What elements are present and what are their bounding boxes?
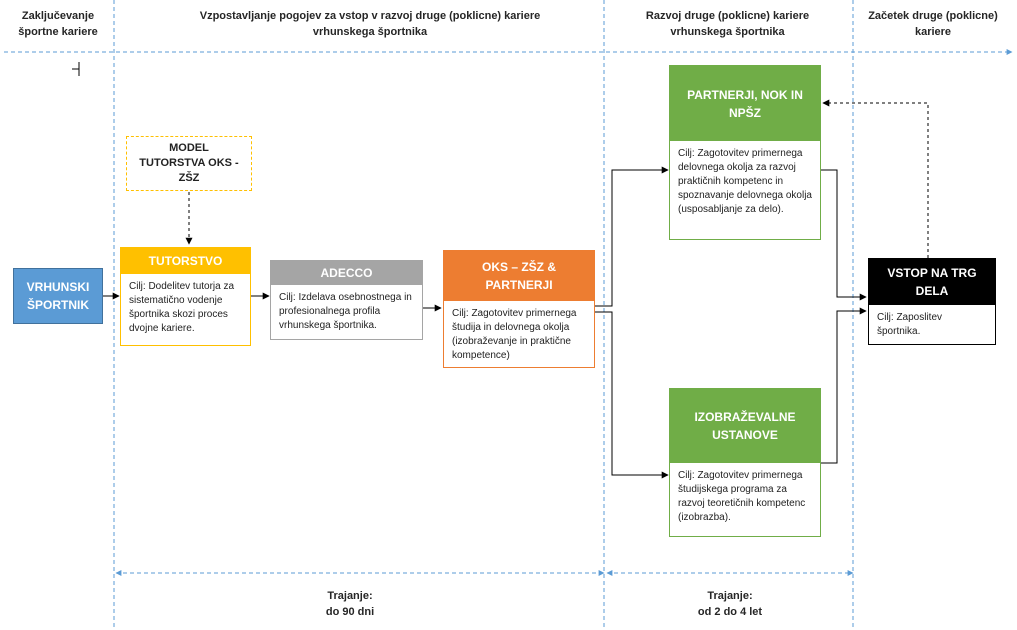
node-oks-title: OKS – ZŠZ & PARTNERJI <box>444 251 594 301</box>
node-model-title: MODEL TUTORSTVA OKS - ZŠZ <box>139 142 239 184</box>
node-athlete: VRHUNSKI ŠPORTNIK <box>13 268 103 324</box>
node-model: MODEL TUTORSTVA OKS - ZŠZ <box>126 136 252 191</box>
duration-2: Trajanje: od 2 do 4 let <box>660 588 800 620</box>
duration-1: Trajanje: do 90 dni <box>280 588 420 620</box>
node-oks: OKS – ZŠZ & PARTNERJI Cilj: Zagotovitev … <box>443 250 595 368</box>
node-adecco-body: Cilj: Izdelava osebnostnega in profesion… <box>271 285 422 339</box>
duration-1-value: do 90 dni <box>325 606 375 618</box>
arrow-partnerji-vstop <box>821 169 867 301</box>
duration-2-value: od 2 do 4 let <box>697 606 763 618</box>
arrow-oks-izobrazevalne <box>595 311 669 479</box>
node-partnerji: PARTNERJI, NOK IN NPŠZ Cilj: Zagotovitev… <box>669 65 821 240</box>
node-tutorstvo: TUTORSTVO Cilj: Dodelitev tutorja za sis… <box>120 247 251 346</box>
arrow-izobrazevalne-vstop <box>821 307 867 464</box>
node-vstop: VSTOP NA TRG DELA Cilj: Zaposlitev šport… <box>868 258 996 345</box>
node-partnerji-title: PARTNERJI, NOK IN NPŠZ <box>670 66 820 141</box>
phase-header-3: Razvoj druge (poklicne) kariere vrhunske… <box>645 10 810 38</box>
node-izobrazevalne-title: IZOBRAŽEVALNE USTANOVE <box>670 389 820 463</box>
node-partnerji-body: Cilj: Zagotovitev primernega delovnega o… <box>670 141 820 239</box>
phase-header-4: Začetek druge (poklicne) kariere <box>868 10 998 38</box>
duration-2-label: Trajanje: <box>707 590 753 602</box>
node-tutorstvo-body: Cilj: Dodelitev tutorja za sistematično … <box>121 274 250 345</box>
node-izobrazevalne-body: Cilj: Zagotovitev primernega študijskega… <box>670 463 820 536</box>
node-tutorstvo-title: TUTORSTVO <box>121 248 250 274</box>
node-vstop-body: Cilj: Zaposlitev športnika. <box>869 305 995 344</box>
node-adecco-title: ADECCO <box>271 261 422 285</box>
node-izobrazevalne: IZOBRAŽEVALNE USTANOVE Cilj: Zagotovitev… <box>669 388 821 537</box>
node-vstop-title: VSTOP NA TRG DELA <box>869 259 995 305</box>
arrow-vstop-partnerji <box>822 99 929 258</box>
arrow-oks-partnerji <box>595 166 669 307</box>
node-adecco: ADECCO Cilj: Izdelava osebnostnega in pr… <box>270 260 423 340</box>
duration-1-label: Trajanje: <box>327 590 373 602</box>
node-oks-body: Cilj: Zagotovitev primernega študija in … <box>444 301 594 367</box>
phase-header-1: Zaključevanje športne kariere <box>18 10 98 38</box>
node-athlete-title: VRHUNSKI ŠPORTNIK <box>26 280 90 312</box>
phase-header-2: Vzpostavljanje pogojev za vstop v razvoj… <box>199 10 541 38</box>
